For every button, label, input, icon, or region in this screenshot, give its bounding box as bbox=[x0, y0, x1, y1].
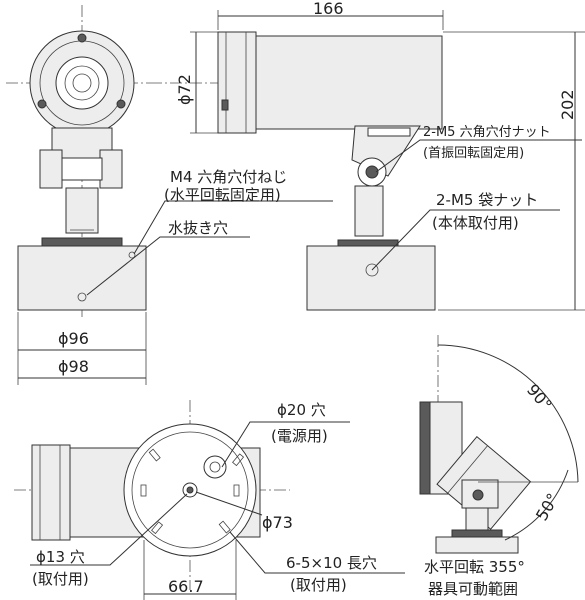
m5-cap-nut-label: 2-M5 袋ナット bbox=[436, 191, 538, 209]
dia-73-label: ϕ73 bbox=[262, 513, 293, 532]
hole-20-note: (電源用) bbox=[271, 427, 328, 445]
m4-screw-note: (水平回転固定用) bbox=[164, 186, 281, 204]
length-166-label: 166 bbox=[313, 0, 344, 18]
m4-screw-callout: M4 六角穴付ねじ (水平回転固定用) bbox=[133, 168, 333, 255]
rotation-view: 90° 50° 水平回転 355° 器具可動範囲 bbox=[419, 335, 579, 598]
dia-73-callout: ϕ73 bbox=[195, 491, 293, 532]
m5-hex-nut-note: (首振回転固定用) bbox=[423, 146, 524, 161]
rotation-range-label: 水平回転 355° bbox=[424, 558, 525, 576]
height-202-label: 202 bbox=[558, 89, 577, 120]
m5-hex-nut-label: 2-M5 六角穴付ナット bbox=[423, 125, 551, 140]
hole-13-callout: ϕ13 穴 (取付用) bbox=[30, 493, 188, 588]
dia-72-label: ϕ72 bbox=[175, 74, 194, 105]
base-diameter-dims: ϕ96 ϕ98 bbox=[17, 312, 147, 385]
drain-hole-label: 水抜き穴 bbox=[168, 219, 228, 237]
m5-hex-nut-callout: 2-M5 六角穴付ナット (首振回転固定用) bbox=[375, 125, 582, 173]
slot-holes-label: 6-5×10 長穴 bbox=[286, 554, 377, 572]
hole-20-callout: ϕ20 穴 (電源用) bbox=[221, 401, 350, 468]
m5-cap-nut-callout: 2-M5 袋ナット (本体取付用) bbox=[371, 191, 560, 271]
plan-view: 66.7 bbox=[14, 400, 290, 600]
hole-20-label: ϕ20 穴 bbox=[277, 401, 326, 419]
slot-holes-callout: 6-5×10 長穴 (取付用) bbox=[229, 531, 405, 594]
angle-90-label: 90° bbox=[523, 380, 556, 414]
hole-13-label: ϕ13 穴 bbox=[36, 548, 85, 566]
m5-cap-nut-note: (本体取付用) bbox=[432, 214, 519, 232]
drain-hole-callout: 水抜き穴 bbox=[86, 219, 250, 296]
side-view: 166 ϕ72 202 bbox=[150, 0, 585, 311]
m4-screw-label: M4 六角穴付ねじ bbox=[170, 168, 287, 186]
dia-98-label: ϕ98 bbox=[58, 357, 89, 376]
hole-13-note: (取付用) bbox=[32, 570, 89, 588]
dim-667-label: 66.7 bbox=[168, 577, 204, 596]
front-view bbox=[6, 5, 150, 320]
rotation-range-note: 器具可動範囲 bbox=[428, 580, 518, 598]
slot-holes-note: (取付用) bbox=[290, 576, 347, 594]
dia-96-label: ϕ96 bbox=[58, 329, 89, 348]
